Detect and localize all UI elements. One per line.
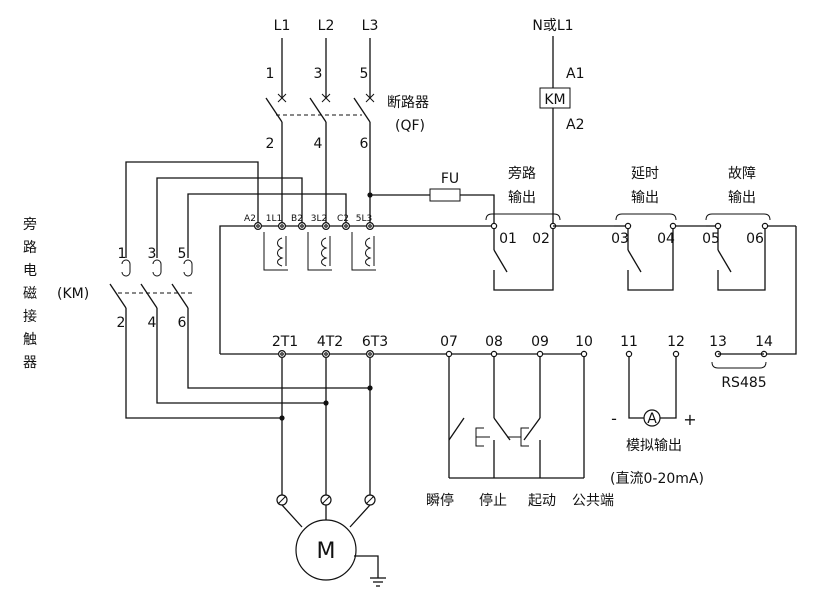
ctrl-term-08: 08: [485, 334, 503, 350]
analog-range-label: (直流0-20mA): [610, 470, 704, 487]
control-label-stop: 停止: [479, 492, 507, 509]
fault-output-title-1: 故障: [728, 166, 756, 182]
bypass-term-3: 3: [148, 246, 157, 262]
analog-output-label: 模拟输出: [626, 438, 682, 454]
breaker-term-1: 1: [266, 66, 275, 82]
breaker-term-2: 2: [266, 136, 275, 152]
ammeter-symbol: A: [647, 411, 657, 427]
bypass-term-5: 5: [178, 246, 187, 262]
coil-a2-label: A2: [566, 117, 584, 133]
bypass-term-1: 1: [118, 246, 127, 262]
bypass-name-char-6: 触: [23, 332, 37, 348]
starter-input-terminals: A2 1L1 B2 3L2 C2 5L3: [219, 214, 494, 354]
relay-term-01: 01: [499, 231, 517, 247]
term-3l2: 3L2: [311, 214, 327, 224]
delay-output-title-1: 延时: [631, 166, 659, 182]
control-label-common: 公共端: [572, 493, 614, 509]
bypass-code: (KM): [57, 286, 89, 302]
relay-term-05: 05: [702, 231, 720, 247]
ctrl-term-14: 14: [755, 334, 773, 350]
control-label-instant-stop: 瞬停: [426, 492, 454, 509]
fault-output-title-2: 输出: [728, 190, 756, 206]
motor: M: [276, 494, 386, 587]
control-label-start: 起动: [528, 493, 556, 509]
phase-l1-label: L1: [274, 18, 291, 34]
breaker-term-4: 4: [314, 136, 323, 152]
bypass-name-char-5: 接: [23, 308, 37, 325]
phase-l2-label: L2: [318, 18, 335, 34]
relay-term-04: 04: [657, 231, 675, 247]
supply-lines: L1 L2 L3 1 3 5 断路器 (QF) 2 4 6: [265, 18, 429, 226]
fuse-label: FU: [441, 171, 459, 187]
bypass-name-char-3: 电: [23, 263, 37, 279]
bypass-name-char-4: 磁: [23, 286, 37, 302]
motor-term-4t2: 4T2: [317, 334, 343, 350]
km-coil: N或L1 A1 KM A2: [532, 18, 584, 229]
ctrl-term-07: 07: [440, 334, 458, 350]
coil-a1-label: A1: [566, 66, 584, 82]
rs485-label: RS485: [721, 375, 766, 391]
ctrl-term-09: 09: [531, 334, 549, 350]
term-b2: B2: [291, 214, 303, 224]
relay-term-03: 03: [611, 231, 629, 247]
breaker-term-3: 3: [314, 66, 323, 82]
breaker-code: (QF): [395, 118, 425, 134]
analog-plus: +: [683, 410, 696, 429]
bypass-name-char-2: 路: [23, 240, 37, 256]
motor-term-2t1: 2T1: [272, 334, 298, 350]
fuse-branch: FU: [367, 171, 495, 226]
coil-label: KM: [544, 92, 565, 108]
term-a2: A2: [244, 214, 256, 224]
motor-term-6t3: 6T3: [362, 334, 388, 350]
ctrl-term-10: 10: [575, 334, 593, 350]
breaker-term-5: 5: [360, 66, 369, 82]
bypass-wiring: 1 3 5 2 4 6 (KM) 旁 路 电 磁 接 触 器: [23, 161, 373, 421]
bypass-output-title-2: 输出: [508, 190, 536, 206]
ctrl-term-11: 11: [620, 334, 638, 350]
fuse-symbol: [429, 188, 461, 202]
ctrl-term-13: 13: [709, 334, 727, 350]
motor-label: M: [317, 539, 336, 564]
bypass-term-2: 2: [117, 315, 126, 331]
analog-minus: -: [611, 409, 617, 428]
neutral-label: N或L1: [532, 18, 573, 34]
bypass-term-4: 4: [148, 315, 157, 331]
breaker-term-6: 6: [360, 136, 369, 152]
ctrl-term-12: 12: [667, 334, 685, 350]
bypass-name-char-1: 旁: [23, 216, 37, 233]
bypass-output-title-1: 旁路: [508, 165, 536, 182]
relay-outputs: 旁路 输出 01 02 延时 输出 03 04 故障 输出 05 06: [485, 165, 797, 355]
relay-term-06: 06: [746, 231, 764, 247]
bypass-term-6: 6: [178, 315, 187, 331]
term-1l1: 1L1: [266, 214, 282, 224]
output-terminals: 2T1 4T2 6T3 07 08 09 10 11 12 13 14: [220, 334, 773, 509]
relay-term-02: 02: [532, 231, 550, 247]
breaker-name: 断路器: [387, 95, 429, 111]
term-c2: C2: [337, 214, 349, 224]
delay-output-title-2: 输出: [631, 190, 659, 206]
term-5l3: 5L3: [356, 214, 372, 224]
bypass-name-char-7: 器: [23, 355, 37, 371]
phase-l3-label: L3: [362, 18, 379, 34]
